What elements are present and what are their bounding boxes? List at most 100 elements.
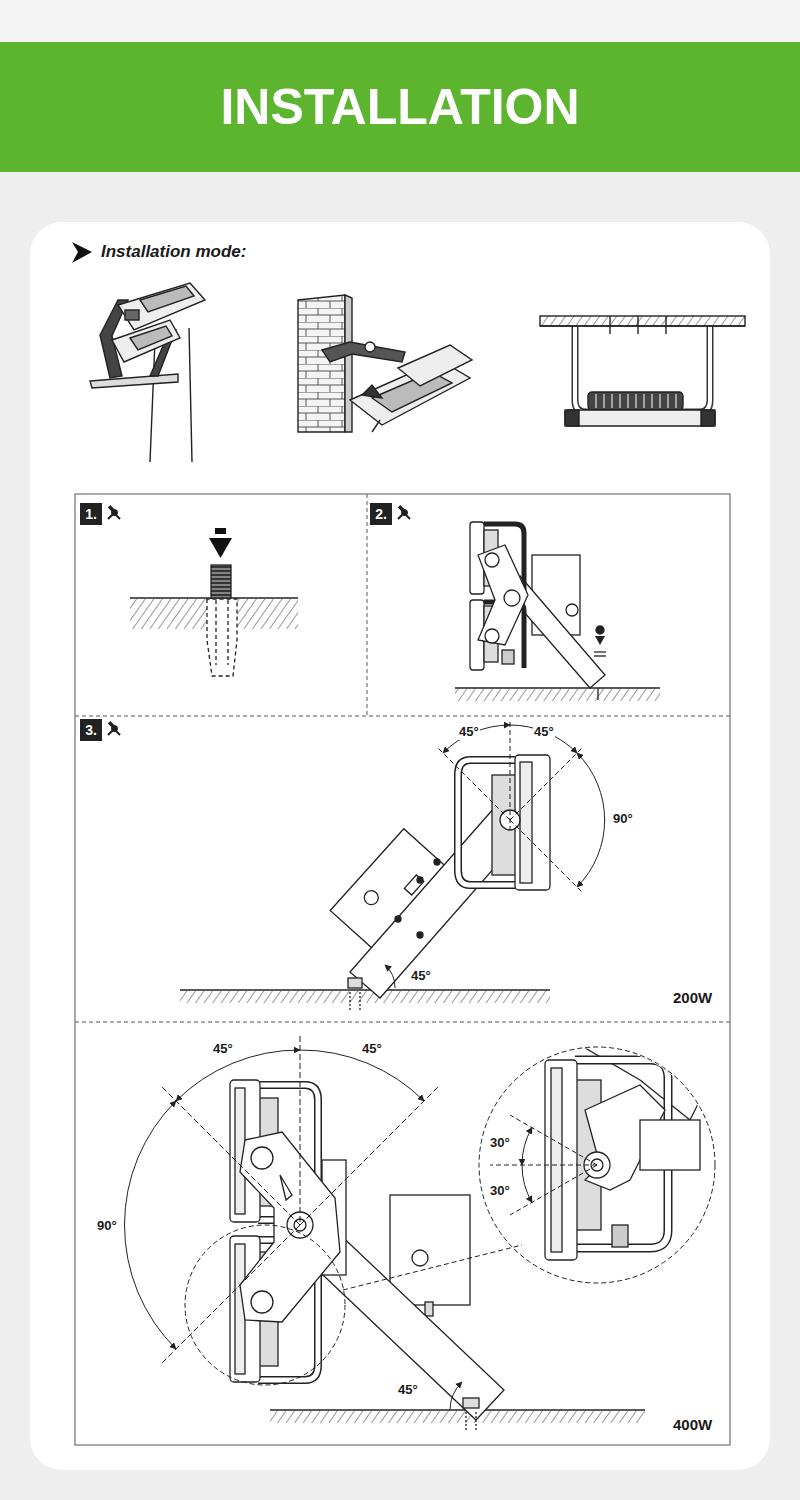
wall-mount-figure	[298, 295, 345, 432]
angle-label: 45°	[361, 1042, 383, 1057]
angle-label: 45°	[212, 1042, 234, 1057]
fixture-400w-figure	[251, 1147, 273, 1169]
step-badge: 2.	[370, 503, 392, 525]
bracket-fixing-figure	[485, 629, 499, 643]
anchor-bolt-figure	[209, 538, 232, 558]
wall-mount-figure	[362, 385, 382, 398]
dimension-200w	[385, 722, 605, 988]
dimension-200w	[510, 820, 582, 892]
dimension-400w	[300, 1050, 424, 1101]
fixture-200w-figure	[180, 755, 550, 1012]
fixture-200w-figure	[180, 991, 550, 1003]
dimension-200w	[510, 722, 511, 830]
fixture-400w-figure	[270, 1411, 645, 1423]
step-badge: 3.	[80, 719, 102, 741]
wall-mount-figure	[322, 342, 405, 362]
ceiling-mount-figure	[665, 316, 666, 334]
fixture-200w-figure	[180, 989, 550, 991]
fixture-400w-figure	[465, 1412, 466, 1432]
bracket-fixing-figure	[455, 522, 660, 701]
anchor-bolt-figure	[215, 600, 216, 665]
bracket-fixing-figure	[594, 655, 606, 656]
heading-arrow	[72, 242, 92, 263]
dimension-detail	[490, 1115, 597, 1215]
bracket-fixing-figure	[597, 688, 598, 700]
angle-label: 90°	[96, 1219, 118, 1234]
dimension-400w	[300, 1036, 301, 1225]
step-number: 2.	[375, 506, 387, 522]
anchor-bolt-figure	[215, 528, 226, 534]
ceiling-mount-figure	[660, 394, 661, 408]
pole-mount-figure	[125, 310, 139, 320]
dimension-detail	[510, 1115, 597, 1165]
pole-mount-figure	[90, 283, 205, 462]
ceiling-mount-figure	[575, 327, 710, 412]
steps-frame	[75, 494, 730, 1445]
bracket-fixing-figure	[596, 626, 604, 634]
dimension-200w	[510, 748, 582, 820]
step-number: 1.	[85, 506, 97, 522]
dimension-400w	[300, 1085, 440, 1225]
tool-icon	[398, 505, 410, 519]
bracket-fixing-figure	[478, 545, 528, 645]
angle-label: 30°	[489, 1136, 511, 1151]
fixture-400w-figure	[230, 1080, 645, 1432]
fixture-200w-figure	[520, 762, 532, 883]
ceiling-mount-figure	[540, 316, 745, 426]
steps-frame	[367, 494, 368, 716]
angle-label: 45°	[458, 725, 480, 740]
bracket-fixing-figure	[455, 687, 660, 689]
dimension-detail	[522, 1128, 532, 1166]
fixture-200w-figure	[434, 859, 440, 865]
pole-mount-figure	[90, 374, 178, 388]
fixture-400w-figure	[412, 1250, 428, 1266]
ceiling-mount-figure	[628, 394, 629, 408]
fixture-200w-figure	[359, 992, 360, 1012]
detail-view	[545, 1060, 577, 1260]
ceiling-mount-figure	[565, 410, 579, 426]
dimension-200w	[443, 725, 510, 753]
steps-frame	[75, 1022, 730, 1023]
fixture-400w-figure	[240, 1132, 340, 1322]
bracket-fixing-figure	[502, 650, 514, 664]
ceiling-mount-figure	[668, 394, 669, 408]
fixture-200w-figure	[404, 875, 423, 895]
fixture-400w-figure	[475, 1412, 476, 1432]
dimension-200w	[385, 965, 395, 988]
dimension-200w	[577, 753, 605, 887]
fixture-200w-figure	[348, 978, 362, 988]
tool-icon	[108, 721, 120, 735]
bracket-fixing-figure	[485, 553, 499, 567]
dimension-400w	[343, 1245, 522, 1290]
dimension-400w	[160, 1225, 300, 1365]
ceiling-mount-figure	[637, 316, 638, 334]
fixture-200w-figure	[458, 760, 520, 885]
ceiling-mount-figure	[612, 394, 613, 408]
ceiling-mount-figure	[596, 394, 676, 408]
pole-mount-figure	[130, 326, 172, 350]
bracket-fixing-figure	[595, 636, 605, 645]
ceiling-mount-figure	[540, 316, 745, 326]
ceiling-mount-figure	[620, 394, 621, 408]
wall-mount-figure	[372, 420, 380, 432]
angle-label: 90°	[612, 812, 634, 827]
fixture-200w-figure	[417, 877, 423, 883]
angle-label: 45°	[533, 725, 555, 740]
bracket-fixing-figure	[455, 689, 660, 701]
dimension-detail	[510, 1165, 597, 1215]
ceiling-mount-figure	[540, 325, 745, 326]
ceiling-mount-figure	[596, 394, 597, 408]
ceiling-mount-figure	[652, 394, 653, 408]
fixture-400w-figure	[270, 1409, 645, 1411]
dimension-detail	[490, 1165, 597, 1166]
wall-mount-figure	[345, 295, 352, 432]
steps-frame	[75, 494, 730, 1445]
bracket-fixing-figure	[594, 651, 606, 652]
fixture-400w-figure	[390, 1195, 470, 1305]
step-number: 3.	[85, 722, 97, 738]
fixture-400w-figure	[463, 1398, 479, 1408]
anchor-bolt-figure	[211, 565, 231, 598]
wattage-label: 200W	[672, 989, 713, 1006]
